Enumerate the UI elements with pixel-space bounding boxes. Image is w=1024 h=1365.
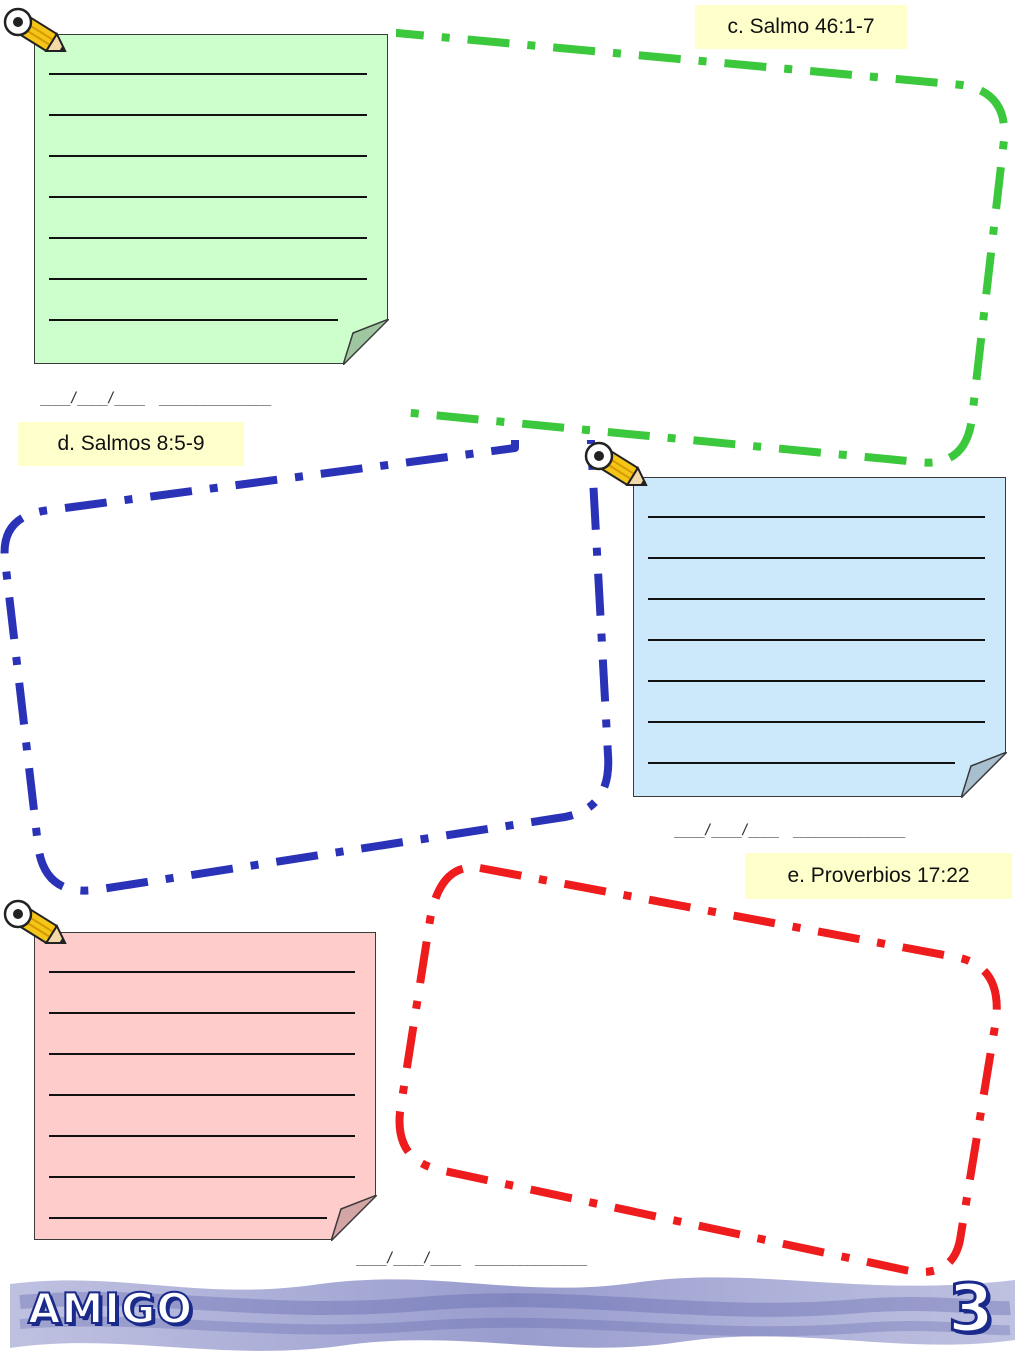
writing-line[interactable] — [648, 639, 985, 641]
writing-line[interactable] — [49, 1053, 355, 1055]
writing-line[interactable] — [49, 1012, 355, 1014]
pencil-icon — [584, 441, 648, 486]
date-signature-blank[interactable]: ____/____/____ _______________ — [356, 1250, 587, 1266]
writing-line[interactable] — [49, 1094, 355, 1096]
page-fold-icon — [331, 1195, 377, 1241]
writing-line[interactable] — [49, 73, 367, 75]
writing-lines — [49, 73, 367, 360]
writing-line[interactable] — [49, 1176, 355, 1178]
writing-line[interactable] — [49, 971, 355, 973]
page-number: 3 — [947, 1269, 996, 1349]
writing-note-green — [34, 34, 389, 365]
date-signature-blank[interactable]: ____/____/____ _______________ — [674, 822, 905, 838]
writing-line[interactable] — [49, 155, 367, 157]
pencil-icon — [3, 7, 67, 52]
writing-lines — [648, 516, 985, 803]
drawing-frame-red[interactable] — [390, 860, 1010, 1280]
writing-line[interactable] — [49, 278, 367, 280]
writing-line[interactable] — [49, 319, 339, 321]
writing-line[interactable] — [49, 196, 367, 198]
writing-line[interactable] — [648, 680, 985, 682]
brand-logo-amigo: AMIGO — [27, 1283, 194, 1334]
drawing-frame-green[interactable] — [396, 0, 1016, 480]
writing-lines — [49, 971, 355, 1258]
drawing-frame-blue[interactable] — [0, 440, 620, 910]
writing-line[interactable] — [648, 598, 985, 600]
writing-line[interactable] — [648, 557, 985, 559]
writing-line[interactable] — [648, 762, 955, 764]
page-fold-icon — [961, 752, 1007, 798]
writing-line[interactable] — [49, 1217, 328, 1219]
scripture-label-c: c. Salmo 46:1-7 — [695, 5, 907, 49]
writing-line[interactable] — [49, 237, 367, 239]
writing-note-red — [34, 932, 377, 1241]
pencil-icon — [3, 899, 67, 944]
writing-line[interactable] — [648, 516, 985, 518]
scripture-label-e: e. Proverbios 17:22 — [745, 853, 1012, 899]
writing-line[interactable] — [648, 721, 985, 723]
writing-note-blue — [633, 477, 1007, 798]
scripture-label-d: d. Salmos 8:5-9 — [18, 422, 244, 466]
footer-brush-banner — [10, 1277, 1015, 1351]
writing-line[interactable] — [49, 114, 367, 116]
date-signature-blank[interactable]: ____/____/____ _______________ — [40, 390, 271, 406]
writing-line[interactable] — [49, 1135, 355, 1137]
page-fold-icon — [343, 319, 389, 365]
